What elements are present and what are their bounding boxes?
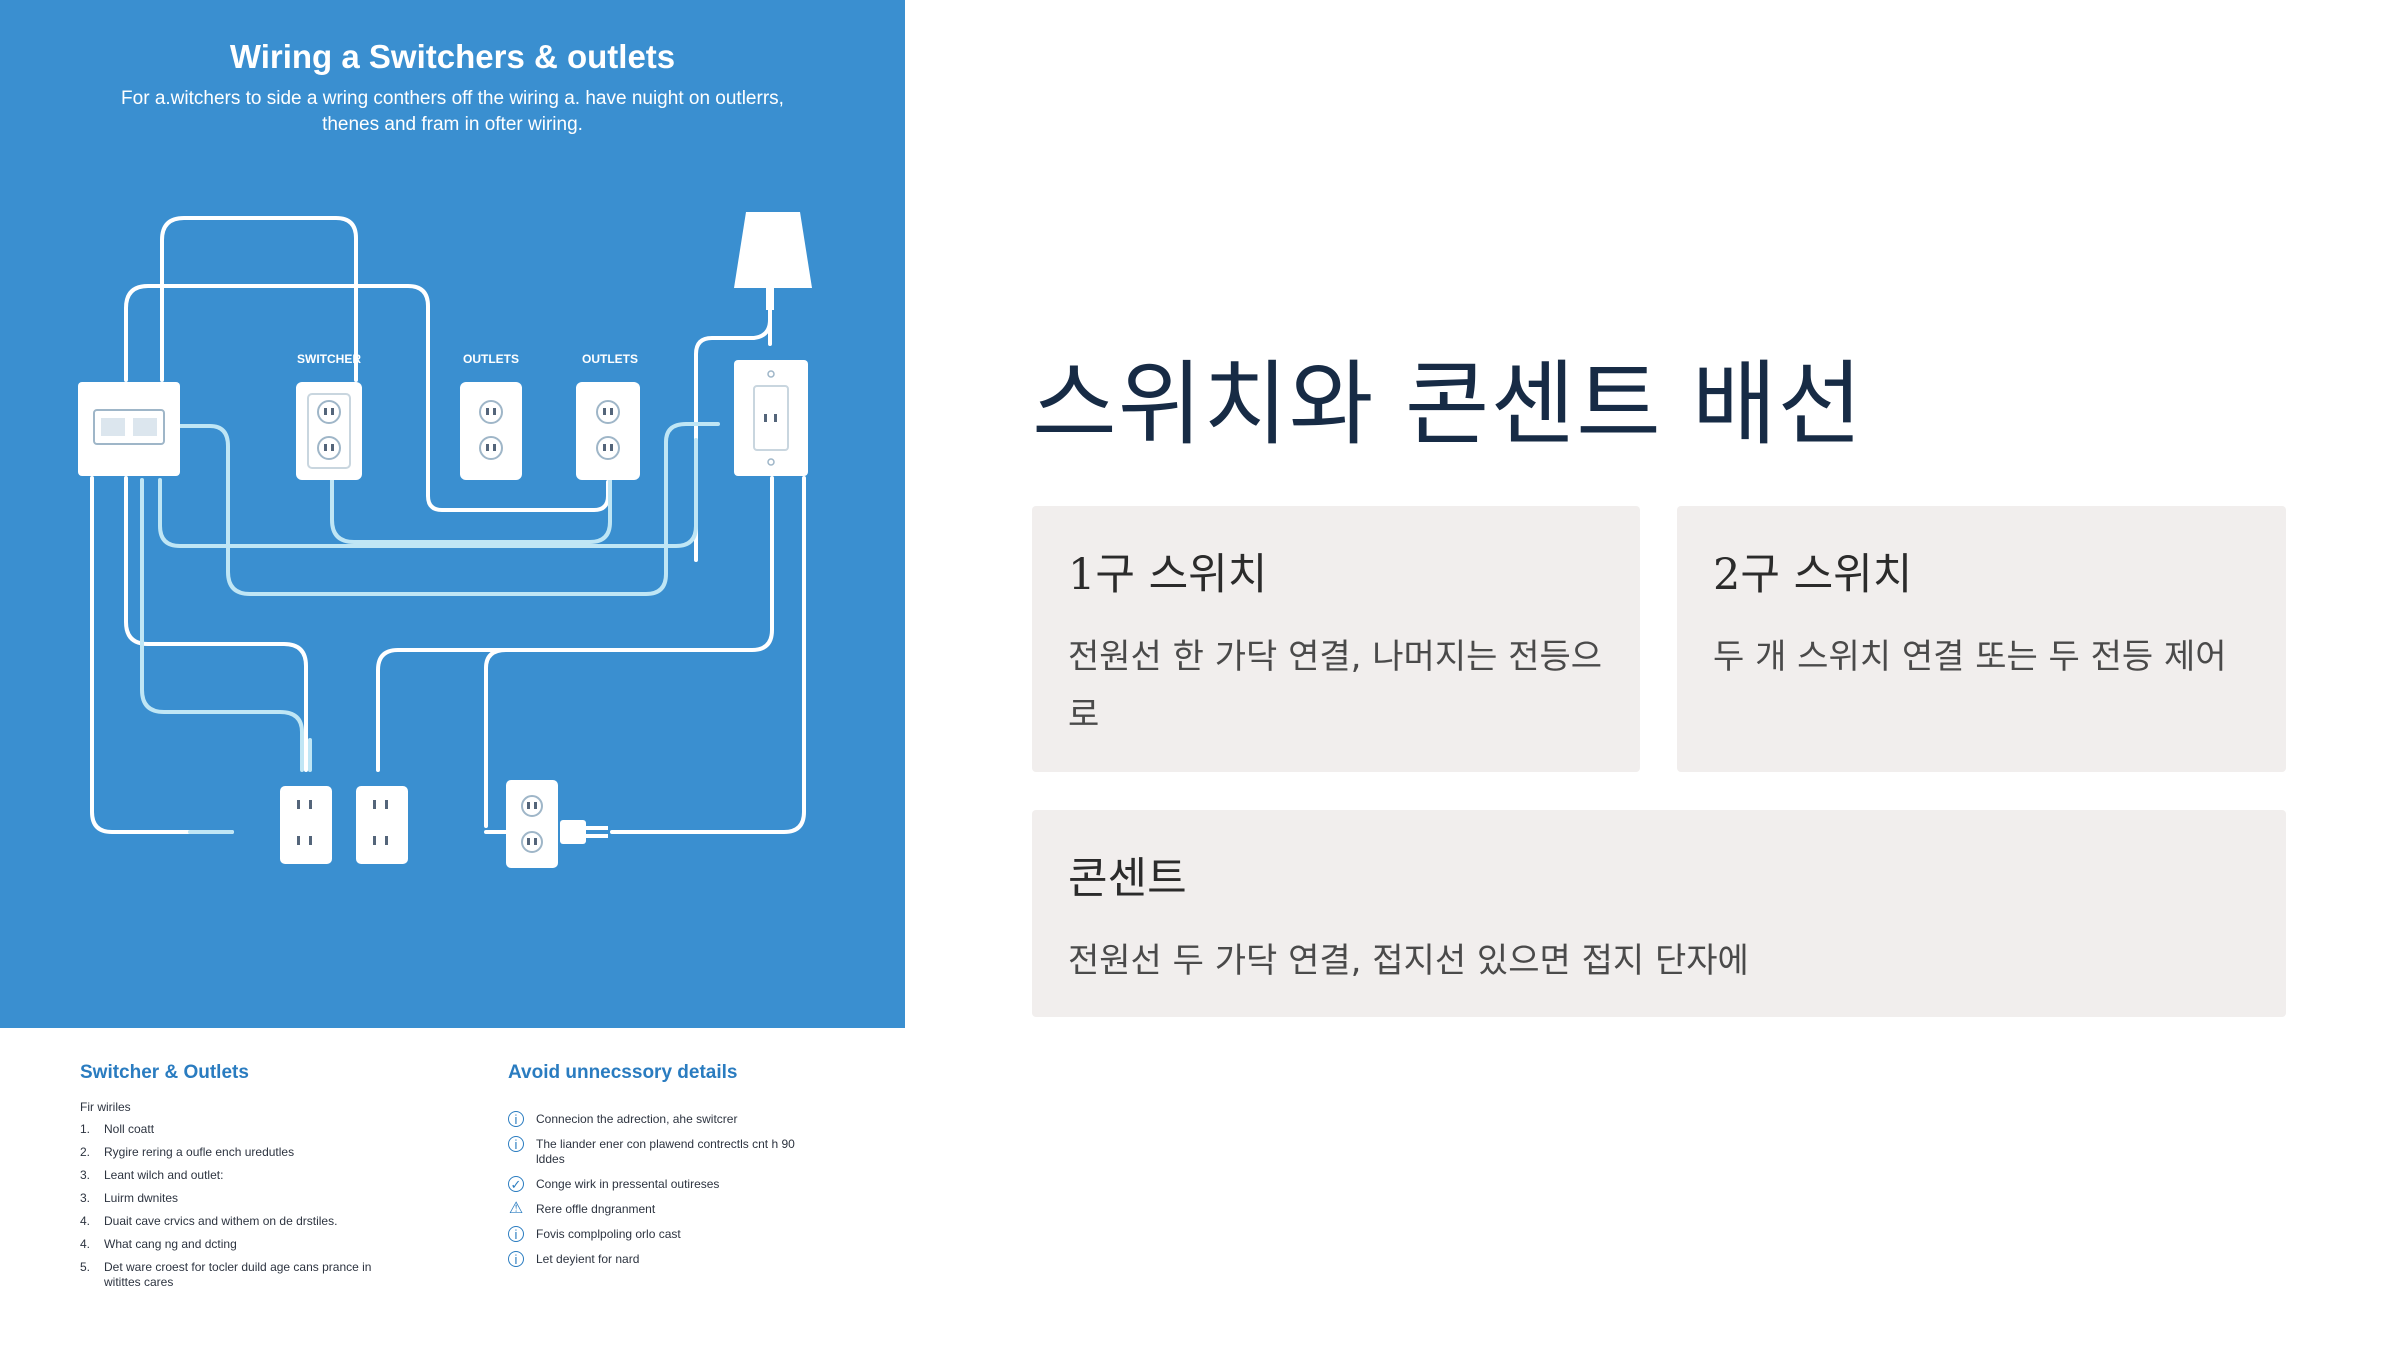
info-icon: i [508,1111,524,1127]
list-item: i Let deyient for nard [508,1251,808,1267]
card-double-switch: 2구 스위치 두 개 스위치 연결 또는 두 전등 제어 [1677,506,2286,772]
list-item-text: Duait cave crvics and withem on de drsti… [104,1214,338,1228]
numbered-list: 1. Noll coatt 2. Rygire rering a oufle enc… [80,1122,400,1290]
list-item-number: 2. [80,1145,91,1159]
list-item: ⚠ Rere offle dngranment [508,1200,808,1217]
bottom-outlet-3 [506,780,558,868]
list-item-number: 4. [80,1237,91,1251]
list-item-text: Leant wilch and outlet: [104,1168,224,1182]
list-item: 5. Det ware croest for tocler duild age c… [80,1260,400,1290]
list-item-text: What cang ng and dcting [104,1237,237,1251]
card-title: 1구 스위치 [1068,550,1268,600]
plug-icon [560,820,608,844]
card-outlet: 콘센트 전원선 두 가닥 연결, 접지선 있으면 접지 단자에 [1032,810,2286,1017]
outlet-device-1 [460,382,522,480]
label-outlets-2: OUTLETS [582,352,638,366]
list-item-text: The liander ener con plawend contrectls … [536,1137,795,1166]
card-body: 전원선 두 가닥 연결, 접지선 있으면 접지 단자에 [1068,941,1749,981]
list-item: 4. What cang ng and dcting [80,1237,400,1252]
card-title: 콘센트 [1068,854,1187,904]
left-column-heading: Switcher & Outlets [80,1062,249,1083]
list-item-text: Luirm dwnites [104,1191,179,1205]
card-title: 2구 스위치 [1713,550,1913,600]
list-item: 1. Noll coatt [80,1122,400,1137]
list-item: i Fovis complpoling orlo cast [508,1226,808,1242]
bottom-outlet-2 [356,786,408,864]
label-outlets-1: OUTLETS [463,352,519,366]
lamp-icon [734,212,812,310]
switcher-device [296,382,362,480]
wiring-diagram: SWITCHER OUTLETS OUTLETS [78,212,812,868]
gfci-outlet [734,360,808,476]
list-item-text: Connecion the adrection, ahe switcrer [536,1112,738,1126]
info-icon: i [508,1226,524,1242]
slide-title: 스위치와 콘센트 배선 [1032,351,1864,458]
card-body: 전원선 한 가닥 연결, 나머지는 전등으로 [1068,637,1603,735]
list-item: 4. Duait cave crvics and withem on de drs… [80,1214,400,1229]
infographic-subtitle: For a.witchers to side a wring conthers … [121,88,784,135]
list-item: 3. Leant wilch and outlet: [80,1168,400,1183]
infographic-panel [0,0,905,1028]
list-item: i Connecion the adrection, ahe switcrer [508,1111,808,1127]
list-item: ✓ Conge wirk in pressental outireses [508,1176,808,1192]
wiring-infographic: Wiring a Switchers & outlets For a.witch… [0,0,905,1350]
check-icon: ✓ [508,1176,524,1192]
list-item-number: 3. [80,1191,91,1205]
list-item-number: 4. [80,1214,91,1228]
left-column: Fir wiriles 1. Noll coatt 2. Rygire rering… [80,1100,400,1298]
warning-icon: ⚠ [508,1200,524,1217]
outlet-device-2 [576,382,640,480]
list-item: 3. Luirm dwnites [80,1191,400,1206]
list-item-text: Let deyient for nard [536,1252,640,1266]
list-item-number: 5. [80,1260,91,1274]
wire-white-group [90,216,806,834]
infographic-title: Wiring a Switchers & outlets [229,38,676,75]
right-column: i Connecion the adrection, ahe switcrer i… [508,1111,808,1277]
card-body: 두 개 스위치 연결 또는 두 전등 제어 [1713,637,2227,677]
bottom-outlet-1 [280,786,332,864]
label-switcher: SWITCHER [297,352,361,366]
info-icon: i [508,1136,524,1152]
wire-blue-group [140,422,720,834]
info-icon: i [508,1251,524,1267]
list-item-text: Det ware croest for tocler duild age can… [104,1260,372,1289]
list-item-text: Fovis complpoling orlo cast [536,1227,681,1241]
breaker-box [78,382,180,476]
list-item-number: 3. [80,1168,91,1182]
list-item-text: Rere offle dngranment [536,1202,656,1216]
list-item-text: Conge wirk in pressental outireses [536,1177,720,1191]
right-column-heading: Avoid unnecssory details [508,1062,738,1083]
left-column-lead: Fir wiriles [80,1100,131,1114]
list-item-text: Rygire rering a oufle ench uredutles [104,1145,295,1159]
list-item: 2. Rygire rering a oufle ench uredutles [80,1145,400,1160]
card-single-switch: 1구 스위치 전원선 한 가닥 연결, 나머지는 전등으로 [1032,506,1640,772]
list-item-text: Noll coatt [104,1122,155,1136]
list-item: i The liander ener con plawend contrectls… [508,1136,808,1167]
list-item-number: 1. [80,1122,91,1136]
infographic-footer: Switcher & Outlets Fir wiriles 1. Noll co… [0,1028,905,1350]
